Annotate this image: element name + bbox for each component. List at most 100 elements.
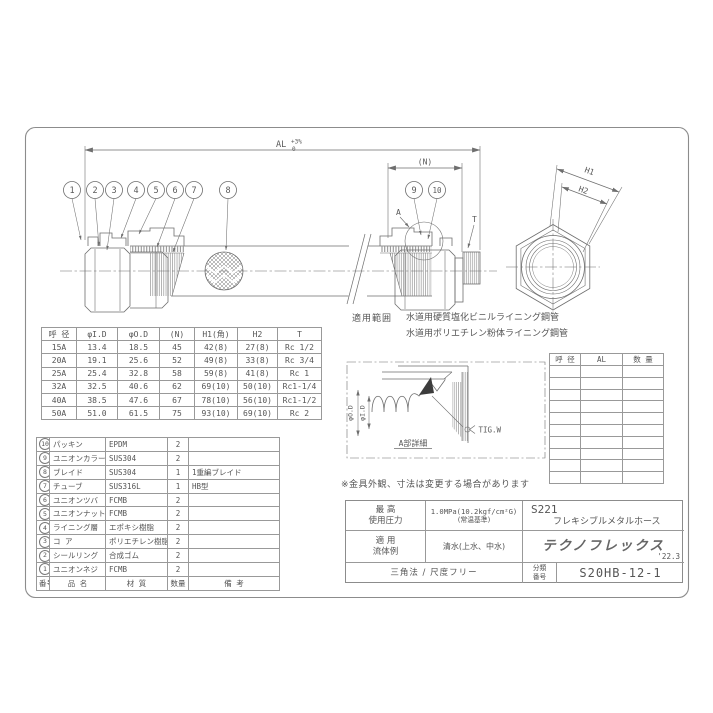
dim-table-header: φO.D [117,326,160,342]
sheet-frame [24,126,690,599]
part-note-cell [188,492,280,508]
callout-numbers: 1 2 3 4 5 6 7 8 9 10 [69,186,442,196]
class-label-top: 分類 [532,564,547,573]
dim-table-cell: 93(10) [194,406,238,421]
part-note-cell [188,534,280,550]
product-name: フレキシブルメタルホース [553,516,661,527]
pressure-label-bottom: 使用圧力 [368,515,403,526]
dim-table-cell: Rc 1/2 [277,340,322,355]
al-table-empty-row [549,365,664,378]
al-table-cell [549,400,581,414]
al-table-cell [622,435,664,449]
part-number-cell: 7 [36,478,50,494]
fluid-label-top: 適 用 [375,535,396,546]
dim-table-cell: 25A [41,366,77,381]
dim-table-cell: 42(8) [194,340,238,355]
dim-table-cell: Rc 3/4 [277,353,322,368]
dim-table-cell: 32A [41,379,77,394]
al-table-cell [549,365,581,378]
svg-text:8: 8 [225,186,230,196]
part-qty-cell: 1 [167,464,189,480]
part-number-cell: 2 [36,548,50,564]
dim-table-cell: 38.5 [76,392,118,408]
dim-table-cell: 69(10) [237,406,278,421]
dim-table-cell: Rc1-1/4 [277,379,322,394]
part-qty-cell: 2 [167,520,189,536]
class-label-bottom: 番号 [532,573,547,581]
n-dimension-label: (N) [418,158,432,167]
dim-table-cell: 15A [41,340,77,355]
dim-table-cell: Rc1-1/2 [277,392,322,408]
al-table-cell [622,365,664,378]
part-number-cell: 3 [36,534,50,550]
part-number-balloon: 8 [39,466,49,479]
al-table-empty-row [549,412,664,425]
detail-a-locator-circle [404,221,444,261]
end-view-drawing [506,164,623,315]
part-material-cell: SUS304 [105,450,168,466]
dim-table-header: 呼 径 [41,326,77,342]
revision-date: '22.3 [657,551,680,561]
part-number-balloon: 6 [39,494,49,506]
weld-spec-label: TIG.W [479,426,502,435]
part-qty-cell: 2 [167,506,189,522]
dim-table-cell: 62 [159,379,195,394]
al-dimension-label: AL [276,140,286,150]
dim-table-header: φI.D [76,326,118,342]
part-material-cell: FCMB [105,506,168,522]
pressure-note: (常温基準) [457,515,491,524]
h2-dimension-label: H2 [577,184,589,196]
dim-table-header: T [277,326,322,342]
part-name-cell: ユニオンツバ [49,492,106,508]
dim-table-cell: 47.6 [117,392,160,408]
part-note-cell [188,506,280,522]
dim-table-cell: 50(10) [237,379,278,394]
class-label-cell: 分類 番号 [523,563,557,583]
part-material-cell: SUS316L [105,478,168,494]
part-note-cell [188,450,280,466]
al-table-cell [622,447,664,461]
part-note-cell [188,437,280,452]
dim-table-cell: 67 [159,392,195,408]
dim-table-cell: Rc 1 [277,366,322,381]
dim-table-cell: 41(8) [237,366,278,381]
detail-id-label: φI.D [359,405,367,421]
part-number-balloon: 1 [39,563,49,576]
tube-section-symbol [204,251,244,291]
detail-a-letter: A [396,208,401,217]
al-table-header: AL [580,353,623,366]
al-table-empty-row [549,459,664,473]
dim-table-cell: 40.6 [117,379,160,394]
part-number-balloon: 2 [39,549,49,562]
dim-table-cell: Rc 2 [277,406,322,421]
dim-table-cell: 52 [159,353,195,368]
dim-table-cell: 59(8) [194,366,238,381]
al-table-cell [549,471,581,484]
svg-text:10: 10 [432,186,442,195]
svg-text:9: 9 [411,186,416,196]
model-cell: S221 フレキシブルメタルホース [523,501,684,531]
dim-table-cell: 69(10) [194,379,238,394]
part-number-cell: 5 [36,506,50,522]
part-material-cell: EPDM [105,437,168,452]
part-material-cell: 合成ゴム [105,548,168,564]
svg-text:6: 6 [172,186,177,196]
al-table-cell [549,376,581,390]
dim-table-cell: 51.0 [76,406,118,421]
al-table-cell [549,435,581,449]
part-number-balloon: 4 [39,521,49,534]
part-number-balloon: 5 [39,507,49,520]
callout-leaders [71,198,438,253]
dim-table-cell: 49(8) [194,353,238,368]
fluid-label-bottom: 流体例 [372,546,399,557]
